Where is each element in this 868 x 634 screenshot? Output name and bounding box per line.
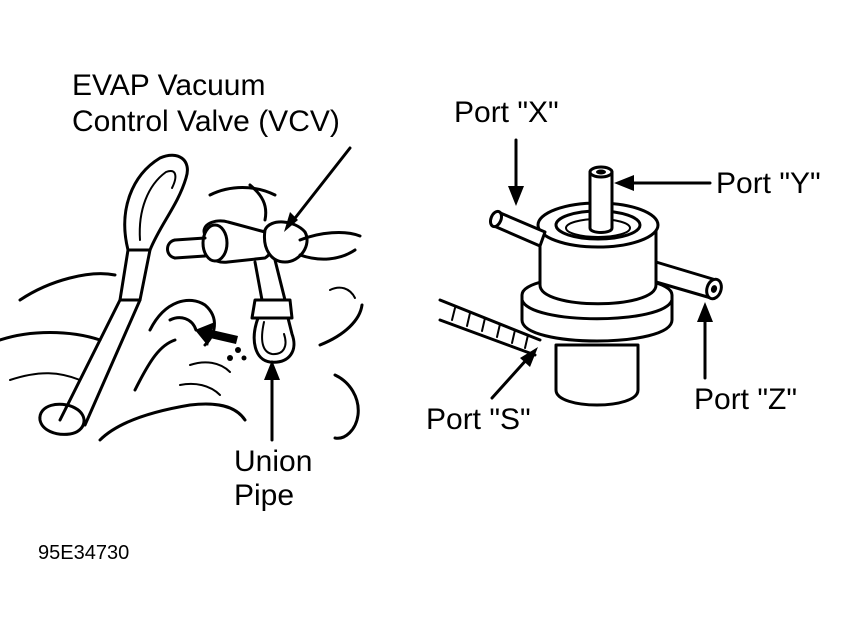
- disconnect-arrow: [195, 322, 238, 346]
- dipstick-tube-top: [118, 248, 152, 302]
- port-s-label: Port "S": [426, 403, 531, 436]
- union-pipe-label-line1: Union: [234, 445, 313, 478]
- union-pipe-leader: [264, 360, 280, 442]
- valve-bottom: [554, 343, 640, 407]
- port-y-label: Port "Y": [716, 167, 821, 200]
- vcv-label-line2: Control Valve (VCV): [72, 105, 340, 138]
- engine-bay-drawing: [0, 153, 364, 442]
- port-x-leader: [508, 138, 524, 206]
- port-z-label: Port "Z": [694, 383, 797, 416]
- vcv-leader: [284, 146, 352, 232]
- union-pipe-label-line2: Pipe: [234, 479, 295, 512]
- port-x-label: Port "X": [454, 96, 559, 129]
- port-z-leader: [697, 302, 713, 380]
- port-y-leader: [614, 175, 712, 191]
- dipstick-handle: [123, 153, 189, 252]
- port-y-nipple: [588, 170, 614, 234]
- dipstick-tube: [58, 298, 142, 427]
- valve-assembly-drawing: [438, 165, 723, 407]
- union-pipe-drawing: [252, 316, 296, 364]
- figure-id: 95E34730: [38, 542, 130, 564]
- port-s-leader: [490, 347, 538, 400]
- vcv-label-line1: EVAP Vacuum: [72, 69, 266, 102]
